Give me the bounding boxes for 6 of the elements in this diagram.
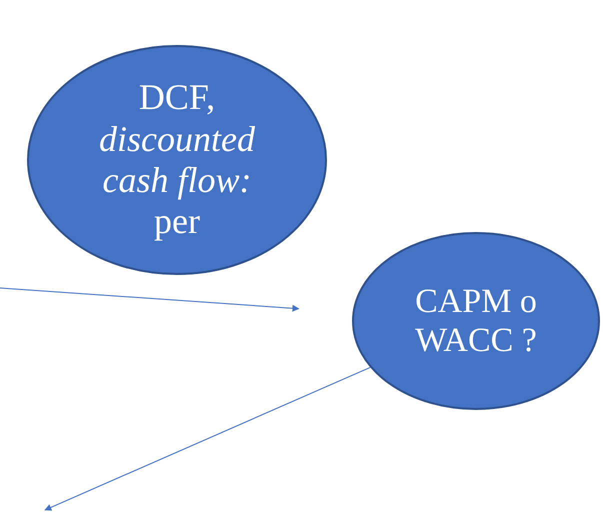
arrow	[44, 366, 371, 511]
node-text: DCF, discounted cash flow: per	[98, 77, 256, 243]
arrow	[0, 288, 300, 312]
node-text: CAPM o WACC ?	[414, 282, 538, 360]
ellipse-node	[27, 45, 327, 275]
ellipse-node	[352, 232, 600, 410]
